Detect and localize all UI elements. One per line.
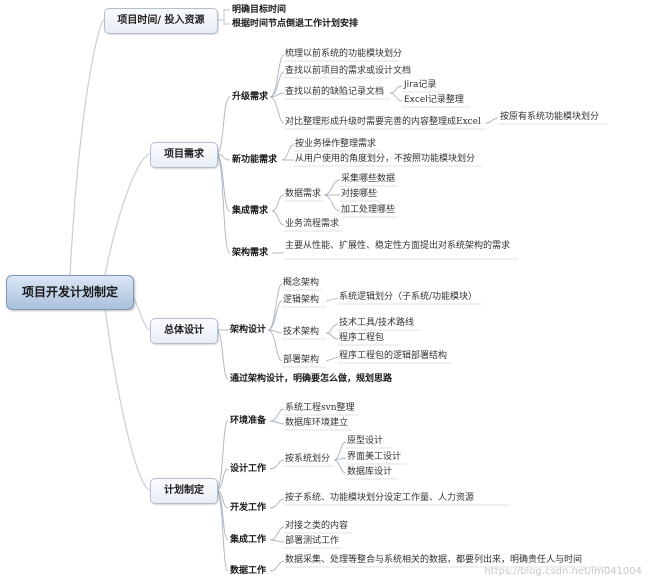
new-feature-item: 按业务操作整理需求 bbox=[295, 139, 377, 149]
upgrade-item: 查找以前的缺陷记录文档 bbox=[285, 87, 385, 97]
connector-root-time bbox=[69, 19, 105, 276]
upgrade-item: 对比整理形成升级时需要完善的内容整理成Excel bbox=[285, 117, 481, 127]
node-architecture-requirements[interactable]: 架构需求 bbox=[232, 248, 269, 258]
design-sub-item: 数据库设计 bbox=[347, 467, 393, 477]
business-flow-item: 业务流程需求 bbox=[285, 219, 340, 229]
concept-architecture: 概念架构 bbox=[283, 278, 320, 288]
technical-architecture[interactable]: 技术架构 bbox=[283, 327, 320, 337]
node-new-feature-requirements[interactable]: 新功能需求 bbox=[232, 155, 278, 165]
logical-architecture[interactable]: 逻辑架构 bbox=[283, 295, 320, 305]
node-integration-requirements[interactable]: 集成需求 bbox=[232, 206, 269, 216]
design-by-module[interactable]: 按系统划分 bbox=[285, 454, 331, 464]
node-integration-work[interactable]: 集成工作 bbox=[230, 535, 267, 545]
defect-sub-item: Excel记录整理 bbox=[404, 95, 464, 105]
design-sub-item: 原型设计 bbox=[347, 436, 384, 446]
env-item: 系统工程svn整理 bbox=[285, 403, 355, 413]
time-item: 根据时间节点倒退工作计划安排 bbox=[232, 19, 359, 29]
node-architecture-design[interactable]: 架构设计 bbox=[230, 325, 267, 335]
node-time-resources[interactable]: 项目时间/ 投入资源 bbox=[104, 8, 218, 34]
node-dev-work[interactable]: 开发工作 bbox=[230, 503, 267, 513]
integration-work-item: 对接之类的内容 bbox=[285, 521, 349, 531]
new-feature-item: 从用户使用的角度划分，不按照功能模块划分 bbox=[295, 154, 476, 164]
node-upgrade-requirements[interactable]: 升级需求 bbox=[232, 92, 269, 102]
node-environment-prep[interactable]: 环境准备 bbox=[230, 416, 267, 426]
technical-sub-item: 程序工程包 bbox=[339, 333, 385, 343]
excel-sub-item: 按原有系统功能模块划分 bbox=[500, 112, 600, 122]
connector-root-requirements bbox=[104, 153, 151, 276]
architecture-requirement-text: 主要从性能、扩展性、稳定性方面提出对系统架构的需求 bbox=[285, 241, 511, 251]
data-work-text: 数据采集、处理等整合与系统相关的数据，都要列出来，明确责任人与时间 bbox=[285, 555, 583, 565]
watermark: https://blog.csdn.net/lm041004 bbox=[484, 566, 642, 577]
deployment-sub-item: 程序工程包的逻辑部署结构 bbox=[339, 351, 448, 361]
data-sub-item: 对接哪些 bbox=[341, 189, 378, 199]
data-sub-item: 采集哪些数据 bbox=[341, 174, 396, 184]
defect-sub-item: Jira记录 bbox=[404, 80, 437, 90]
connector-root-plan bbox=[104, 307, 151, 491]
design-sub-item: 界面美工设计 bbox=[347, 452, 402, 462]
node-project-requirements[interactable]: 项目需求 bbox=[150, 142, 218, 168]
node-overall-design[interactable]: 总体设计 bbox=[150, 318, 218, 344]
time-item: 明确目标时间 bbox=[232, 5, 287, 15]
integration-work-item: 部署测试工作 bbox=[285, 536, 340, 546]
node-plan-making[interactable]: 计划制定 bbox=[150, 478, 218, 504]
dev-work-text: 按子系统、功能模块划分设定工作量、人力资源 bbox=[285, 493, 475, 503]
logical-architecture-sub: 系统逻辑划分（子系统/功能模块） bbox=[339, 292, 478, 302]
technical-sub-item: 技术工具/技术路线 bbox=[339, 318, 415, 328]
node-data-work[interactable]: 数据工作 bbox=[230, 566, 267, 576]
env-item: 数据库环境建立 bbox=[285, 418, 349, 428]
connector-root-design bbox=[131, 293, 151, 331]
root-node[interactable]: 项目开发计划制定 bbox=[6, 275, 134, 310]
data-requirement-node[interactable]: 数据需求 bbox=[285, 189, 322, 199]
node-design-work[interactable]: 设计工作 bbox=[230, 464, 267, 474]
data-sub-item: 加工处理哪些 bbox=[341, 205, 396, 215]
design-summary: 通过架构设计，明确要怎么做，规划思路 bbox=[230, 374, 393, 384]
upgrade-item: 梳理以前系统的功能模块划分 bbox=[285, 49, 403, 59]
upgrade-item: 查找以前项目的需求或设计文档 bbox=[285, 66, 412, 76]
deployment-architecture[interactable]: 部署架构 bbox=[283, 355, 320, 365]
